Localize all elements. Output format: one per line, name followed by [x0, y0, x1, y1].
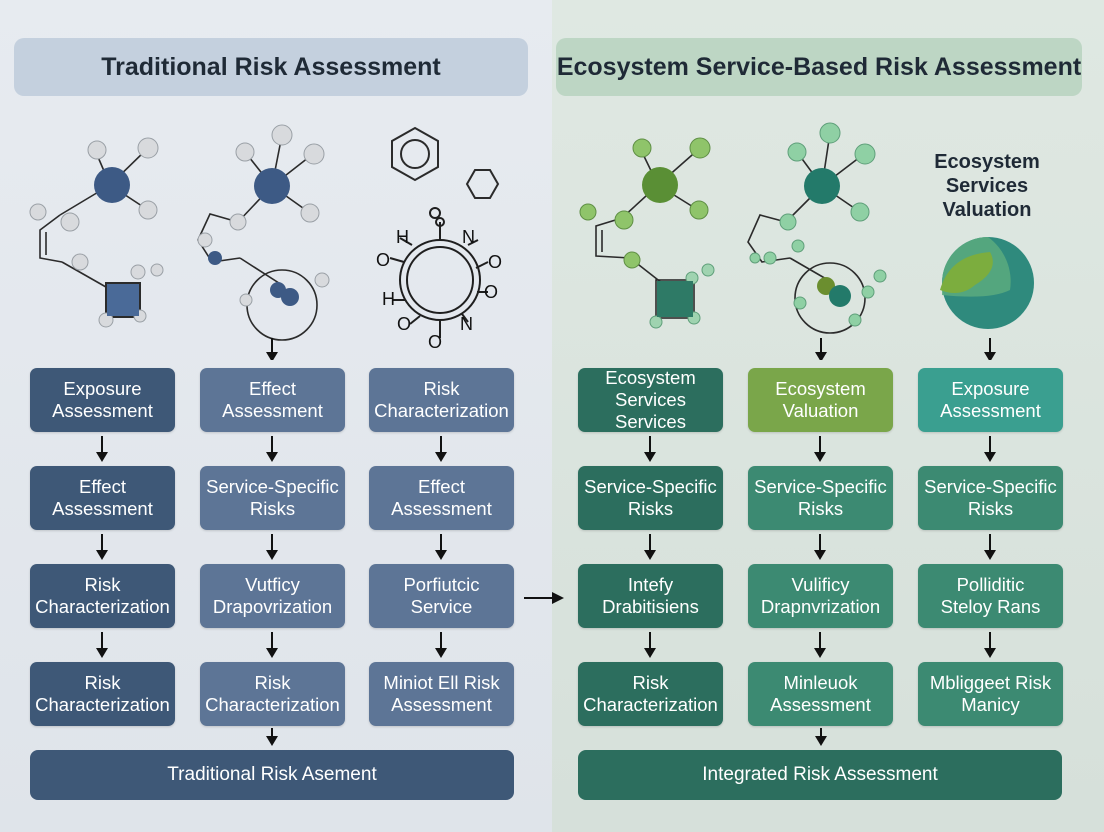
flow-arrow-head: [815, 736, 827, 746]
traditional-header: Traditional Risk Assessment: [14, 38, 528, 96]
flow-arrow-head: [435, 452, 447, 462]
ecosystem-services-valuation-title: Ecosystem Services Valuation: [934, 151, 1040, 221]
flow-arrow-head: [266, 648, 278, 658]
flow-arrow-head: [435, 648, 447, 658]
flow-arrow-head: [266, 452, 278, 462]
traditional-result-bar: Traditional Risk Asement: [30, 750, 514, 800]
step-box: Exposure Assessment: [918, 368, 1063, 432]
nitrogen-label: N: [462, 227, 475, 247]
step-box: Miniot Ell Risk Assessment: [369, 662, 514, 726]
step-box: Ecosystem Valuation: [748, 368, 893, 432]
step-box: Vutficy Drapovrization: [200, 564, 345, 628]
oxygen-label: O: [488, 252, 502, 272]
step-box: Service-Specific Risks: [200, 466, 345, 530]
step-box: Risk Characterization: [578, 662, 723, 726]
cross-panel-arrow: [524, 592, 564, 604]
step-box: Porfiutcic Service: [369, 564, 514, 628]
step-box: Minleuok Assessment: [748, 662, 893, 726]
step-box: Service-Specific Risks: [748, 466, 893, 530]
ring-molecule-icon: [389, 207, 489, 338]
flow-arrow-head: [435, 550, 447, 560]
step-box: Risk Characterization: [30, 662, 175, 726]
oxygen-label: O: [376, 250, 390, 270]
flow-arrow-head: [266, 736, 278, 746]
flow-arrow-head: [984, 452, 996, 462]
benzene-icon: [391, 126, 500, 199]
flow-arrow-head: [266, 550, 278, 560]
step-box: Polliditic Steloy Rans: [918, 564, 1063, 628]
top-arrows: [266, 338, 996, 360]
step-box: Ecosystem Services Services: [578, 367, 723, 432]
flow-arrow-head: [644, 550, 656, 560]
flow-arrow-head: [814, 648, 826, 658]
hydrogen-label: H: [382, 289, 395, 309]
flow-arrow-head: [644, 452, 656, 462]
step-box: Exposure Assessment: [30, 368, 175, 432]
flow-arrow-head: [96, 648, 108, 658]
oxygen-label: O: [428, 332, 442, 352]
step-box: Effect Assessment: [30, 466, 175, 530]
flow-arrow-head: [814, 452, 826, 462]
hydrogen-label: H: [396, 227, 409, 247]
flow-arrow-head: [96, 550, 108, 560]
oxygen-label: O: [484, 282, 498, 302]
flow-arrow-head: [814, 550, 826, 560]
step-box: Risk Characterization: [369, 368, 514, 432]
globe-icon: [940, 237, 1034, 329]
step-box: Mbliggeet Risk Manicy: [918, 662, 1063, 726]
step-box: Vulificy Drapnvrization: [748, 564, 893, 628]
oxygen-label: O: [397, 314, 411, 334]
flow-arrow-head: [984, 648, 996, 658]
step-box: Service-Specific Risks: [578, 466, 723, 530]
nitrogen-label: N: [460, 314, 473, 334]
step-box: Intefy Drabitisiens: [578, 564, 723, 628]
integrated-result-bar: Integrated Risk Assessment: [578, 750, 1062, 800]
step-box: Effect Assessment: [200, 368, 345, 432]
step-box: Effect Assessment: [369, 466, 514, 530]
step-box: Risk Characterization: [30, 564, 175, 628]
step-box: Risk Characterization: [200, 662, 345, 726]
flow-arrow-head: [96, 452, 108, 462]
molecule-illustrations: H O N O H O O N O: [29, 122, 1034, 360]
step-box: Service-Specific Risks: [918, 466, 1063, 530]
flow-arrow-head: [984, 550, 996, 560]
ecosystem-header: Ecosystem Service-Based Risk Assessment: [556, 38, 1082, 96]
flow-arrow-head: [644, 648, 656, 658]
